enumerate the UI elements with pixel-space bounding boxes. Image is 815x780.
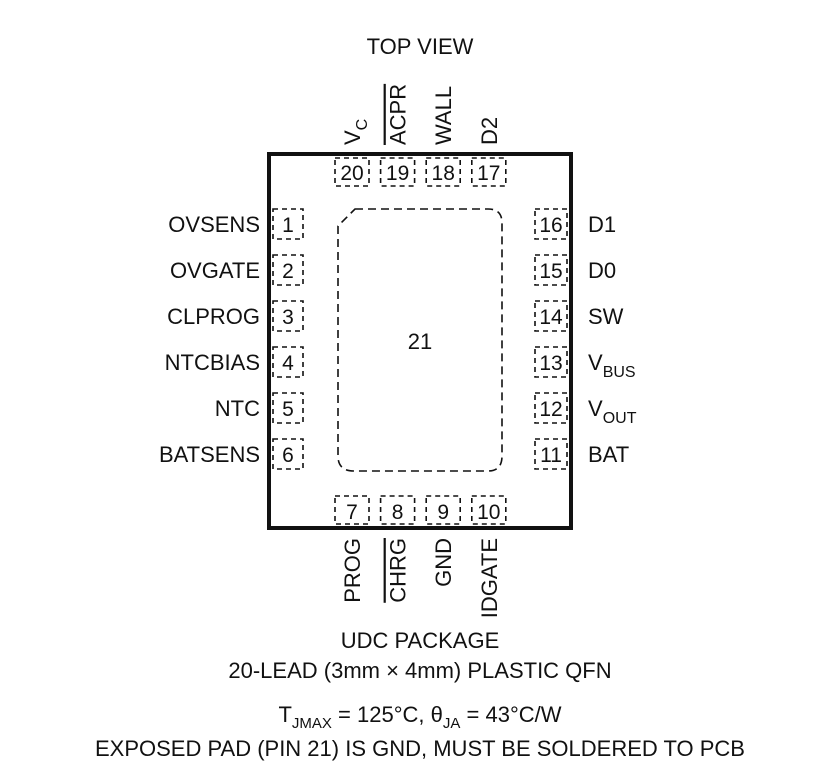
pin-label-8: CHRG — [386, 538, 411, 603]
pin-number-9: 9 — [437, 501, 449, 524]
pin-pad-top-19 — [379, 157, 416, 187]
pin-number-13: 13 — [539, 352, 562, 375]
pin-number-20: 20 — [340, 162, 363, 185]
pin-number-10: 10 — [477, 501, 500, 524]
pin-pad-right-13 — [534, 346, 568, 378]
pin-label-10: IDGATE — [477, 538, 502, 618]
pin-label-1-text: OVSENS — [168, 212, 260, 237]
exposed-pad-note: EXPOSED PAD (PIN 21) IS GND, MUST BE SOL… — [95, 736, 745, 761]
pin-label-3: CLPROG — [167, 304, 260, 329]
package-description: 20-LEAD (3mm × 4mm) PLASTIC QFN — [228, 658, 611, 683]
pin-label-11-text: BAT — [588, 442, 629, 467]
pin-label-9: GND — [431, 538, 456, 587]
pin-pad-right-16 — [534, 208, 568, 240]
pin-number-5: 5 — [282, 398, 294, 421]
pin-pad-right-11 — [534, 438, 568, 470]
pin-label-5: NTC — [215, 396, 260, 421]
pin-label-4-text: NTCBIAS — [165, 350, 260, 375]
theta-subscript: JA — [443, 715, 461, 732]
pin-number-17: 17 — [477, 162, 500, 185]
pin-pad-bottom-10 — [470, 495, 507, 525]
pin-label-14: SW — [588, 304, 624, 329]
pin-label-7-text: PROG — [340, 538, 365, 603]
pin-label-8-text: CHRG — [386, 538, 411, 603]
pin-label-12: VOUT — [588, 396, 637, 427]
pin-number-6: 6 — [282, 444, 294, 467]
tj-value: = 125°C, — [332, 702, 431, 727]
theta-symbol: θ — [431, 702, 443, 727]
pin-pad-bottom-8 — [379, 495, 416, 525]
pin-label-11: BAT — [588, 442, 629, 467]
pin-pad-left-1 — [272, 208, 304, 240]
pin-label-6-text: BATSENS — [159, 442, 260, 467]
pin-pad-left-2 — [272, 254, 304, 286]
pin-label-19-text: ACPR — [386, 84, 411, 145]
pin-number-14: 14 — [539, 306, 563, 329]
pin-pad-left-4 — [272, 346, 304, 378]
pin-label-18: WALL — [431, 86, 456, 145]
pin-number-8: 8 — [392, 501, 404, 524]
pin-label-7: PROG — [340, 538, 365, 603]
pin-label-20: VC — [340, 119, 371, 145]
pin-label-12-text: V — [588, 396, 603, 421]
pin-pad-bottom-7 — [334, 495, 370, 525]
pin-label-13-subscript: BUS — [603, 364, 636, 381]
pin-label-2-text: OVGATE — [170, 258, 260, 283]
pin-pad-right-14 — [534, 300, 568, 332]
pin-label-3-text: CLPROG — [167, 304, 260, 329]
pin-pad-left-6 — [272, 438, 304, 470]
pin-label-6: BATSENS — [159, 442, 260, 467]
pin-label-9-text: GND — [431, 538, 456, 587]
exposed-pad-number: 21 — [408, 329, 432, 354]
theta-value: = 43°C/W — [460, 702, 561, 727]
pin-label-1: OVSENS — [168, 212, 260, 237]
pin-label-17-text: D2 — [477, 117, 502, 145]
pin-number-15: 15 — [539, 260, 562, 283]
pin-pad-left-5 — [272, 392, 304, 424]
pin-pad-left-3 — [272, 300, 304, 332]
pin-label-13: VBUS — [588, 350, 636, 381]
pin-number-1: 1 — [282, 214, 294, 237]
package-body — [267, 152, 573, 530]
pin-pad-right-15 — [534, 254, 568, 286]
pin-pad-bottom-9 — [425, 495, 462, 525]
pin-number-2: 2 — [282, 260, 294, 283]
pin-label-16: D1 — [588, 212, 616, 237]
pin-label-16-text: D1 — [588, 212, 616, 237]
pin-label-13-text: V — [588, 350, 603, 375]
pin-label-19: ACPR — [386, 84, 411, 145]
pin-label-10-text: IDGATE — [477, 538, 502, 618]
pin-label-5-text: NTC — [215, 396, 260, 421]
pin-label-14-text: SW — [588, 304, 624, 329]
pin-pad-top-18 — [425, 157, 462, 187]
pin-label-15: D0 — [588, 258, 616, 283]
thermal-spec: TJMAX = 125°C, θJA = 43°C/W — [278, 702, 561, 732]
pin-number-12: 12 — [539, 398, 562, 421]
pin-number-11: 11 — [540, 444, 562, 467]
pin-number-18: 18 — [432, 162, 455, 185]
pin-label-18-text: WALL — [431, 86, 456, 145]
exposed-pad — [337, 208, 503, 472]
pin-pad-top-17 — [470, 157, 507, 187]
package-name: UDC PACKAGE — [341, 628, 500, 653]
pin-number-16: 16 — [539, 214, 562, 237]
pins-layer: 1 OVSENS 2 OVGATE 3 CLPROG 4 NTCBIAS 5 NTC 6 BATSEN… — [159, 84, 637, 618]
pin-label-20-text: V — [340, 130, 365, 145]
pin-label-15-text: D0 — [588, 258, 616, 283]
pin-pad-top-20 — [334, 157, 370, 187]
pin-number-7: 7 — [346, 501, 358, 524]
tj-subscript: JMAX — [292, 715, 332, 732]
pin-label-2: OVGATE — [170, 258, 260, 283]
pin-label-4: NTCBIAS — [165, 350, 260, 375]
pin-label-17: D2 — [477, 117, 502, 145]
pin-pad-right-12 — [534, 392, 568, 424]
top-view-title: TOP VIEW — [367, 34, 474, 59]
pin-number-4: 4 — [282, 352, 294, 375]
pin-label-20-subscript: C — [354, 119, 371, 131]
pin-number-19: 19 — [386, 162, 409, 185]
tj-symbol: T — [278, 702, 291, 727]
pin-number-3: 3 — [282, 306, 294, 329]
pin-label-12-subscript: OUT — [603, 410, 637, 427]
